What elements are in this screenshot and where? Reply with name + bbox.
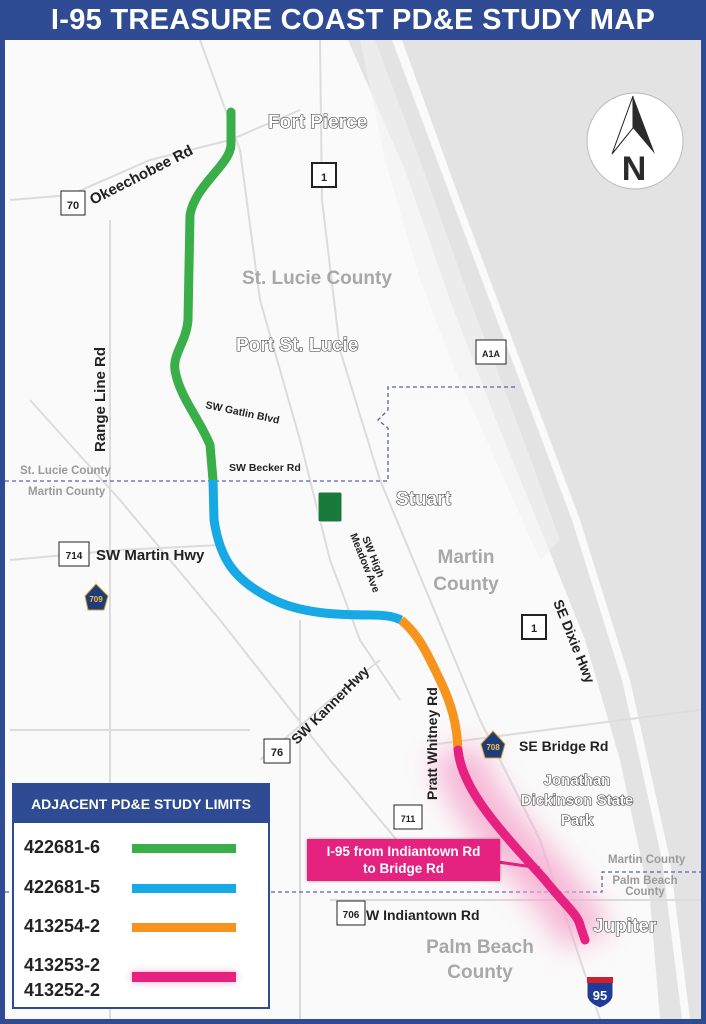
callout-line-2: to Bridge Rd — [363, 861, 444, 876]
road-becker: SW Becker Rd — [229, 462, 301, 474]
callout-pointer — [497, 860, 541, 870]
road-range-line: Range Line Rd — [92, 347, 109, 452]
legend-label: 413254-2 — [24, 916, 101, 936]
label-jupiter: Jupiter — [593, 916, 657, 937]
legend-item-422681-6: 422681-6 — [24, 837, 100, 858]
svg-text:70: 70 — [67, 200, 79, 212]
route-segment-413254-2[interactable] — [398, 616, 463, 751]
label-stuart: Stuart — [396, 489, 452, 510]
legend-swatch-orange — [132, 923, 236, 932]
road-bridge: SE Bridge Rd — [519, 738, 608, 754]
label-jonathan-dickinson-1: Jonathan — [544, 772, 611, 789]
road-indiantown: W Indiantown Rd — [366, 907, 480, 923]
label-palm-beach-county-1: Palm Beach — [426, 937, 534, 958]
boundary-label-martin: Martin County — [28, 486, 106, 498]
legend-swatch-magenta — [132, 972, 236, 982]
sr711-shield-icon: 711 — [393, 804, 423, 830]
route-segment-422681-5[interactable] — [208, 479, 404, 625]
water-area — [348, 40, 701, 1019]
map-title: I-95 TREASURE COAST PD&E STUDY MAP — [50, 4, 656, 36]
label-palm-beach-county-2: County — [447, 962, 513, 983]
svg-text:708: 708 — [486, 743, 500, 752]
sr714-shield-icon: 714 — [58, 541, 90, 567]
svg-text:76: 76 — [271, 747, 283, 759]
us1-south-shield-icon: 1 — [521, 614, 547, 640]
callout-line-1: I-95 from Indiantown Rd — [326, 844, 481, 859]
boundary-label-st-lucie: St. Lucie County — [20, 465, 111, 477]
road-okeechobee: Okeechobee Rd — [87, 142, 196, 209]
label-jonathan-dickinson-3: Park — [561, 812, 594, 829]
sr76-shield-icon: 76 — [263, 738, 291, 764]
legend-label: 413253-2 — [24, 955, 101, 975]
svg-text:A1A: A1A — [482, 349, 501, 359]
cr709-shield-icon: 709 — [84, 583, 109, 611]
road-martin-hwy: SW Martin Hwy — [96, 547, 205, 564]
north-arrow-icon: N — [586, 92, 684, 190]
florida-turnpike-icon — [317, 491, 343, 523]
map-canvas: N Fort Pierce Port St. Lucie Stuart Jona… — [5, 40, 701, 1019]
label-st-lucie-county: St. Lucie County — [242, 268, 392, 289]
study-map[interactable]: N Fort Pierce Port St. Lucie Stuart Jona… — [5, 40, 701, 1019]
label-martin-county-1: Martin — [438, 547, 495, 568]
legend-label: 413252-2 — [24, 980, 101, 1000]
lagoon-land — [360, 40, 560, 560]
boundary-label-palm-beach-1: Palm Beach — [612, 875, 677, 887]
route-segment-422681-6[interactable] — [170, 107, 236, 485]
sr70-shield-icon: 70 — [60, 190, 86, 216]
study-segment-callout: I-95 from Indiantown Rd to Bridge Rd — [307, 839, 500, 881]
sr706-shield-icon: 706 — [336, 900, 366, 926]
cr708-shield-icon: 708 — [480, 730, 506, 759]
boundary-label-palm-beach-2: County — [625, 886, 665, 898]
road-pratt-whitney: Pratt Whitney Rd — [424, 687, 440, 800]
svg-text:1: 1 — [321, 172, 327, 184]
svg-text:709: 709 — [89, 595, 103, 604]
legend-title: ADJACENT PD&E STUDY LIMITS — [14, 785, 268, 823]
legend-item-422681-5: 422681-5 — [24, 877, 100, 898]
road-gatlin: SW Gatlin Blvd — [204, 399, 280, 426]
label-jonathan-dickinson-2: Dickinson State — [521, 792, 634, 809]
a1a-shield-icon: A1A — [475, 339, 507, 365]
i95-shield-icon: 95 — [586, 976, 614, 1009]
legend-label: 422681-6 — [24, 837, 101, 857]
compass-label: N — [622, 150, 647, 188]
legend: ADJACENT PD&E STUDY LIMITS 422681-6 4226… — [12, 783, 270, 1009]
legend-swatch-blue — [132, 884, 236, 893]
label-martin-county-2: County — [433, 574, 499, 595]
svg-text:706: 706 — [343, 910, 360, 921]
label-fort-pierce: Fort Pierce — [268, 112, 367, 133]
svg-text:95: 95 — [593, 988, 607, 1003]
us1-shield-icon: 1 — [311, 162, 337, 188]
boundary-label-martin-east: Martin County — [608, 854, 686, 866]
legend-item-413253-2: 413253-2 413252-2 — [24, 953, 100, 1003]
county-boundaries — [5, 386, 701, 893]
legend-item-413254-2: 413254-2 — [24, 916, 100, 937]
svg-text:714: 714 — [66, 551, 83, 562]
svg-text:1: 1 — [531, 623, 537, 635]
label-port-st-lucie: Port St. Lucie — [236, 335, 358, 356]
svg-text:711: 711 — [401, 814, 416, 824]
legend-label: 422681-5 — [24, 877, 101, 897]
legend-swatch-green — [132, 844, 236, 853]
